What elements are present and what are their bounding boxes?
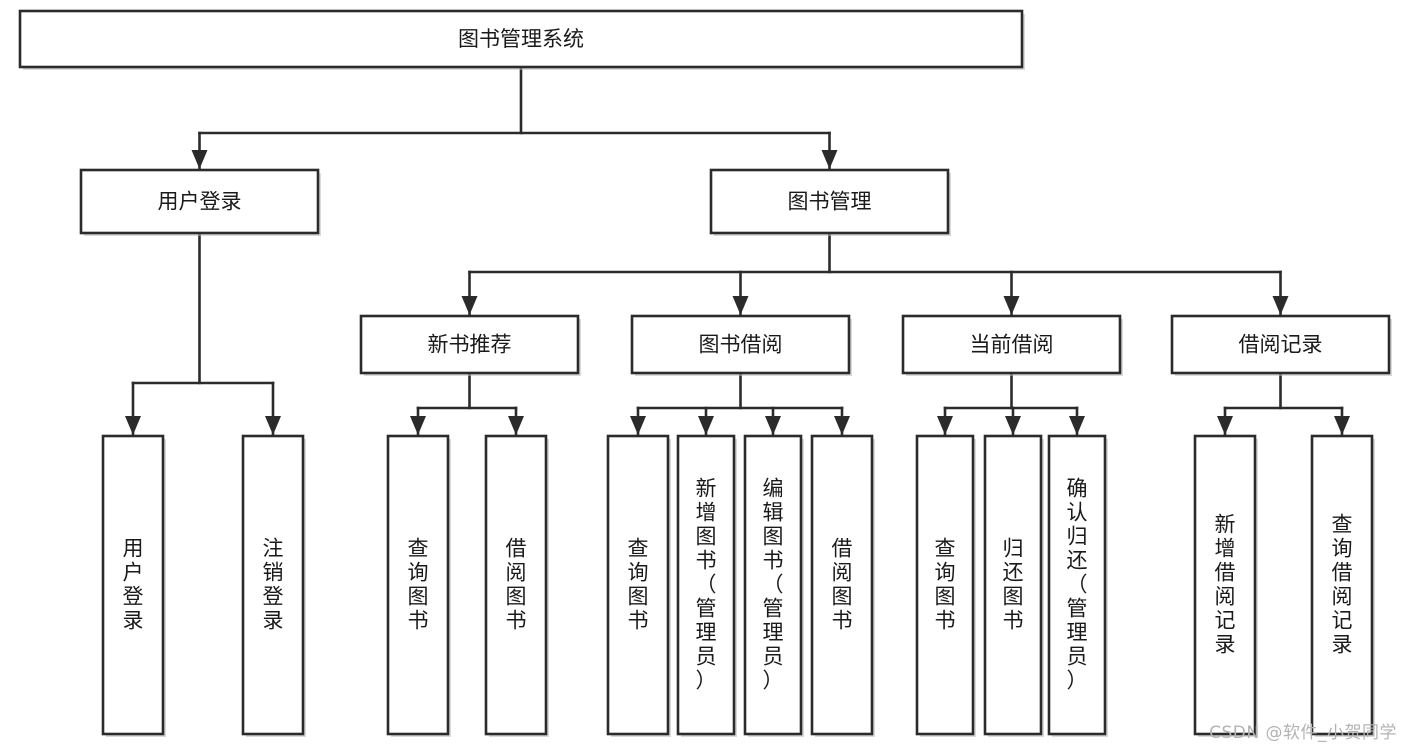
node-level1-图书管理[interactable]: 图书管理: [709, 168, 951, 236]
node-label: 查询图书: [408, 537, 429, 633]
node-label: 用户登录: [158, 190, 242, 214]
node-leaf-借阅图书[interactable]: 借阅图书: [810, 434, 875, 737]
node-leaf-借阅图书[interactable]: 借阅图书: [484, 434, 549, 737]
edge-group-新书推荐: [410, 371, 524, 437]
nodes-layer: 图书管理系统用户登录图书管理新书推荐图书借阅当前借阅借阅记录用户登录注销登录查询…: [18, 9, 1392, 737]
arrow-head-icon: [1003, 296, 1020, 315]
node-level2-图书借阅[interactable]: 图书借阅: [630, 314, 852, 376]
node-leaf-用户登录[interactable]: 用户登录: [101, 434, 166, 737]
node-label: 图书管理系统: [458, 27, 584, 51]
arrow-head-icon: [461, 296, 478, 315]
arrow-head-icon: [410, 416, 426, 435]
node-label: 新增图书（管理员）: [696, 477, 717, 693]
arrow-head-icon: [1005, 416, 1021, 435]
arrow-head-icon: [265, 416, 281, 435]
node-label: 查询借阅记录: [1332, 513, 1353, 657]
node-label: 注销登录: [263, 537, 284, 633]
edge-group-当前借阅: [937, 371, 1085, 437]
node-leaf-新增借阅记录[interactable]: 新增借阅记录: [1193, 434, 1258, 737]
node-label: 用户登录: [123, 537, 144, 633]
arrow-head-icon: [630, 416, 646, 435]
node-leaf-新增图书管理员[interactable]: 新增图书（管理员）: [676, 434, 737, 737]
node-leaf-归还图书[interactable]: 归还图书: [983, 434, 1044, 737]
node-label: 查询图书: [628, 537, 649, 633]
arrow-head-icon: [732, 296, 749, 315]
node-label: 新书推荐: [428, 333, 512, 357]
arrow-head-icon: [937, 416, 953, 435]
arrow-head-icon: [821, 150, 838, 169]
edge-group-图书管理: [461, 231, 1289, 317]
edge-group-图书借阅: [630, 371, 850, 437]
node-leaf-查询图书[interactable]: 查询图书: [386, 434, 451, 737]
node-root-图书管理系统[interactable]: 图书管理系统: [18, 9, 1025, 70]
arrow-head-icon: [191, 150, 208, 169]
node-label: 借阅图书: [506, 537, 527, 633]
node-level1-用户登录[interactable]: 用户登录: [79, 168, 321, 236]
node-label: 归还图书: [1003, 537, 1024, 633]
node-label: 当前借阅: [970, 333, 1054, 357]
node-label: 借阅图书: [832, 537, 853, 633]
arrow-head-icon: [1217, 416, 1233, 435]
arrow-head-icon: [834, 416, 850, 435]
edges-layer: [125, 65, 1350, 437]
arrow-head-icon: [765, 416, 781, 435]
edge-group-图书管理系统: [191, 65, 838, 171]
node-level2-新书推荐[interactable]: 新书推荐: [359, 314, 581, 376]
arrow-head-icon: [125, 416, 141, 435]
node-label: 查询图书: [935, 537, 956, 633]
arrow-head-icon: [1069, 416, 1085, 435]
node-label: 图书管理: [788, 190, 872, 214]
node-label: 确认归还（管理员）: [1067, 477, 1088, 693]
node-level2-借阅记录[interactable]: 借阅记录: [1170, 314, 1392, 376]
arrow-head-icon: [698, 416, 714, 435]
node-leaf-查询借阅记录[interactable]: 查询借阅记录: [1310, 434, 1375, 737]
arrow-head-icon: [508, 416, 524, 435]
node-level2-当前借阅[interactable]: 当前借阅: [901, 314, 1123, 376]
edge-group-用户登录: [125, 231, 281, 437]
node-label: 编辑图书（管理员）: [763, 477, 784, 693]
arrow-head-icon: [1334, 416, 1350, 435]
node-label: 借阅记录: [1239, 333, 1323, 357]
node-label: 新增借阅记录: [1215, 513, 1236, 657]
node-leaf-编辑图书管理员[interactable]: 编辑图书（管理员）: [743, 434, 804, 737]
node-leaf-查询图书[interactable]: 查询图书: [606, 434, 671, 737]
edge-group-借阅记录: [1217, 371, 1350, 437]
node-leaf-确认归还管理员[interactable]: 确认归还（管理员）: [1047, 434, 1108, 737]
node-leaf-查询图书[interactable]: 查询图书: [915, 434, 976, 737]
node-label: 图书借阅: [699, 333, 783, 357]
node-leaf-注销登录[interactable]: 注销登录: [241, 434, 306, 737]
arrow-head-icon: [1272, 296, 1289, 315]
